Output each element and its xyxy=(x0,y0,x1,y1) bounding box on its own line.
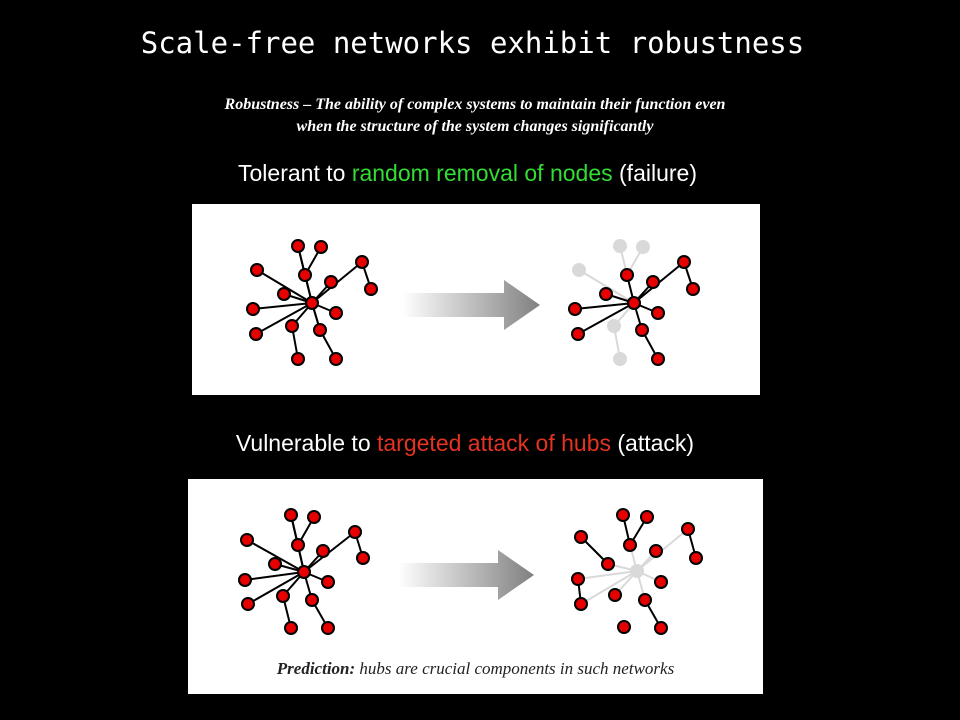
definition-line-2: when the structure of the system changes… xyxy=(296,118,654,135)
prediction-text: hubs are crucial components in such netw… xyxy=(355,659,675,678)
failure-diagram xyxy=(246,239,700,366)
failure-network-nodes xyxy=(568,255,700,366)
definition-line-1: Robustness – The ability of complex syst… xyxy=(224,96,726,113)
original-network-nodes xyxy=(246,239,378,366)
robustness-definition: Robustness – The ability of complex syst… xyxy=(120,94,830,138)
failure-heading-pre: Tolerant to xyxy=(238,160,352,186)
failure-heading-post: (failure) xyxy=(612,160,697,186)
failure-panel xyxy=(192,204,760,395)
failure-heading: Tolerant to random removal of nodes (fai… xyxy=(0,160,935,187)
transition-arrow-2 xyxy=(398,550,534,600)
transition-arrow-1 xyxy=(402,280,540,330)
attack-heading-post: (attack) xyxy=(611,430,695,456)
prediction-caption: Prediction: hubs are crucial components … xyxy=(188,659,763,679)
failure-heading-highlight: random removal of nodes xyxy=(351,160,613,186)
attack-diagram xyxy=(238,508,703,635)
attack-heading-highlight: targeted attack of hubs xyxy=(377,430,611,456)
attack-heading-pre: Vulnerable to xyxy=(235,430,377,456)
attack-heading: Vulnerable to targeted attack of hubs (a… xyxy=(0,430,930,457)
slide-title: Scale-free networks exhibit robustness xyxy=(140,26,805,60)
failure-network-removed-nodes xyxy=(572,239,650,366)
attack-panel: Prediction: hubs are crucial components … xyxy=(188,479,763,694)
removed-hub xyxy=(630,564,644,578)
attack-network-nodes xyxy=(571,508,703,635)
prediction-label: Prediction: xyxy=(276,659,356,678)
attack-original-network-nodes xyxy=(238,508,370,635)
